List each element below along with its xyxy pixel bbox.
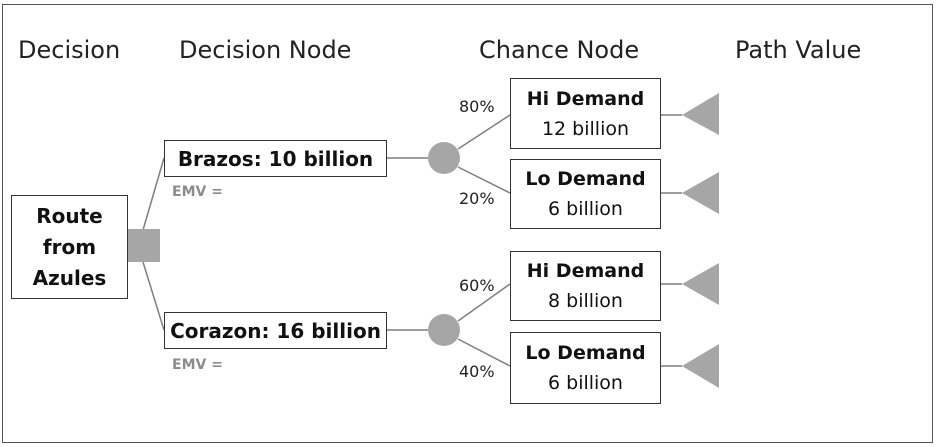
terminal-triangle-1 bbox=[682, 93, 719, 135]
outcome-title: Hi Demand bbox=[526, 87, 645, 110]
emv-label-brazos: EMV = bbox=[172, 184, 223, 200]
header-path-value: Path Value bbox=[735, 36, 862, 64]
chance-node-corazon bbox=[428, 314, 460, 346]
probability-label: 80% bbox=[459, 97, 495, 116]
outcome-value: 8 billion bbox=[548, 290, 623, 312]
decision-node-square bbox=[127, 229, 160, 262]
outcome-title: Lo Demand bbox=[525, 342, 646, 364]
root-line-1: Route bbox=[36, 203, 103, 228]
probability-label: 60% bbox=[459, 276, 495, 295]
root-line-3: Azules bbox=[32, 265, 107, 290]
probability-label: 20% bbox=[459, 189, 495, 208]
outcome-title: Lo Demand bbox=[525, 168, 646, 190]
terminal-triangle-3 bbox=[682, 263, 719, 305]
option-box-corazon: Corazon: 16 billion bbox=[164, 312, 387, 349]
terminal-triangle-2 bbox=[682, 172, 719, 214]
option-box-brazos: Brazos: 10 billion bbox=[164, 140, 387, 177]
chance-node-brazos bbox=[428, 142, 460, 174]
header-decision-node: Decision Node bbox=[179, 36, 352, 64]
outcome-box-brazos-hi: Hi Demand 12 billion bbox=[510, 78, 661, 149]
outcome-box-corazon-hi: Hi Demand 8 billion bbox=[510, 251, 661, 321]
probability-label: 40% bbox=[459, 362, 495, 381]
outcome-box-corazon-lo: Lo Demand 6 billion bbox=[510, 332, 661, 404]
outcome-value: 6 billion bbox=[548, 198, 623, 220]
root-line-2: from bbox=[42, 234, 97, 259]
outcome-value: 12 billion bbox=[541, 117, 630, 140]
outcome-value: 6 billion bbox=[548, 372, 623, 394]
header-decision: Decision bbox=[18, 36, 121, 64]
root-decision-box: Route from Azules bbox=[11, 195, 128, 299]
option-label: Brazos: 10 billion bbox=[177, 146, 374, 171]
header-chance-node: Chance Node bbox=[479, 36, 640, 64]
option-label: Corazon: 16 billion bbox=[170, 318, 381, 343]
terminal-triangle-4 bbox=[682, 344, 719, 388]
emv-label-corazon: EMV = bbox=[172, 357, 223, 373]
outcome-title: Hi Demand bbox=[526, 260, 645, 282]
diagram-frame bbox=[2, 4, 933, 443]
outcome-box-brazos-lo: Lo Demand 6 billion bbox=[510, 159, 661, 229]
